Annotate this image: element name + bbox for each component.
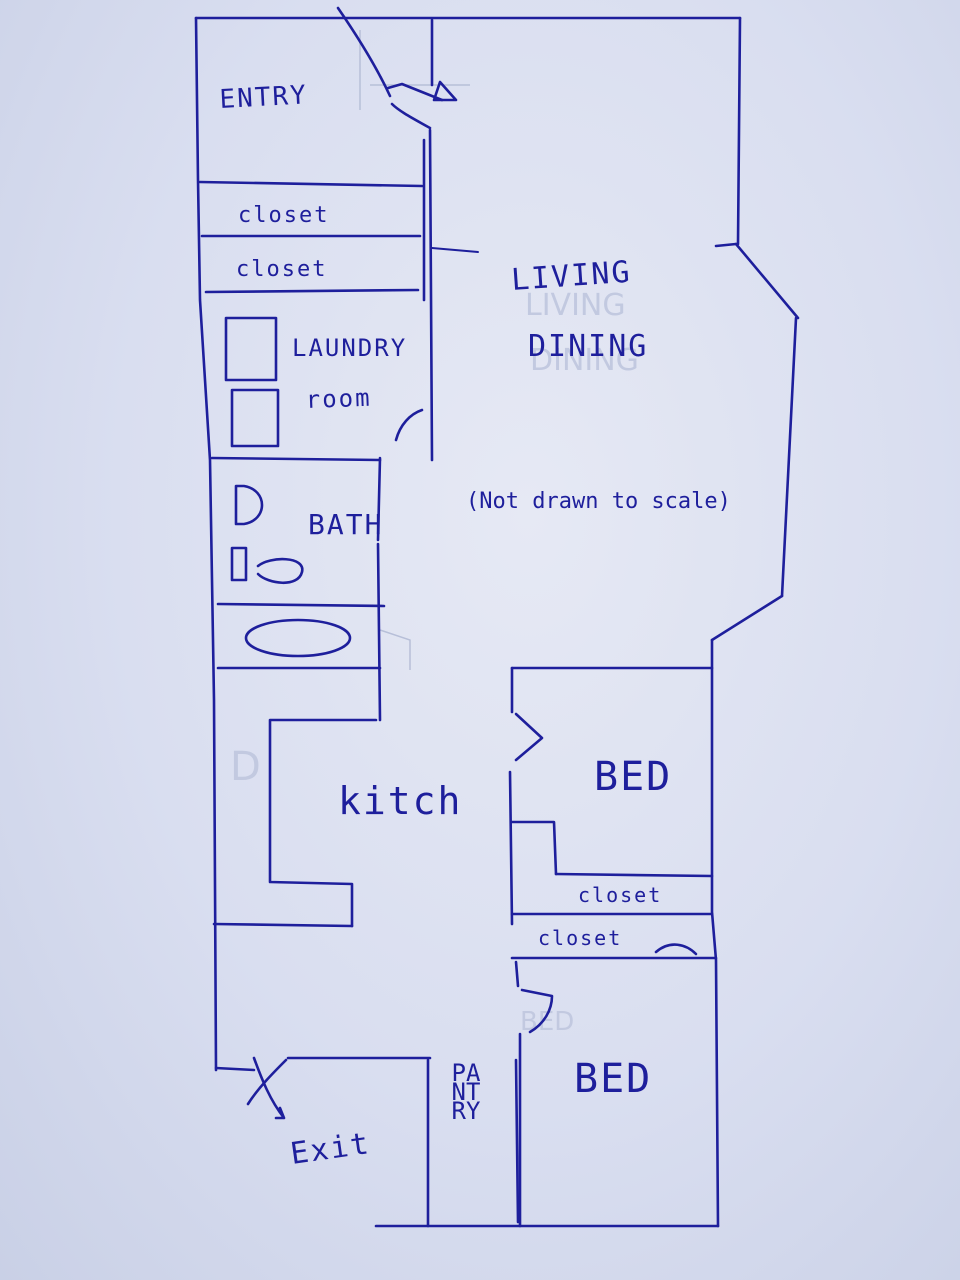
bed2-label: BED xyxy=(574,1056,652,1102)
closet-4-label: closet xyxy=(538,926,622,950)
exit-door-leaf xyxy=(246,1058,288,1106)
exit-lower-wall xyxy=(214,1066,256,1072)
bed1-left-wall xyxy=(508,666,514,926)
right-wall-mid xyxy=(780,316,798,598)
left-wall-upper xyxy=(194,16,218,1072)
bedroom-2: closet BED xyxy=(510,926,718,1228)
room-label: room xyxy=(305,384,372,414)
kitchen: kitch xyxy=(212,718,462,928)
exit-label: Exit xyxy=(288,1126,372,1172)
closet-2-bottom xyxy=(204,288,420,294)
dining-label: DINING xyxy=(528,329,648,364)
right-wall-lower xyxy=(710,638,720,1228)
bed1-side-wall xyxy=(510,820,558,876)
bed1-label: BED xyxy=(594,754,672,800)
pantry-label: PANTRY xyxy=(451,1059,481,1125)
hall-living-wall xyxy=(428,128,434,462)
toilet-tank-icon xyxy=(230,546,248,582)
laundry-room: LAUNDRY room xyxy=(210,316,424,462)
entry-area: ENTRY xyxy=(219,6,479,253)
washer-icon xyxy=(224,316,278,382)
svg-text:D: D xyxy=(230,744,261,790)
bedroom-1: BED closet xyxy=(508,666,714,926)
sink-icon xyxy=(234,484,264,526)
closet-3-label: closet xyxy=(578,883,662,907)
living-label: LIVING xyxy=(510,255,633,298)
bed2-left-wall xyxy=(514,960,522,1228)
toilet-bowl-icon xyxy=(256,557,304,585)
svg-text:DINING: DINING xyxy=(530,343,639,378)
entry-hall-line xyxy=(431,247,479,253)
laundry-label: LAUNDRY xyxy=(292,334,407,362)
kitchen-label: kitch xyxy=(338,779,462,823)
exit-door-swing xyxy=(252,1056,286,1120)
scale-note: (Not drawn to scale) xyxy=(466,489,731,514)
bath-right-wall xyxy=(376,456,382,722)
closet-4-door xyxy=(654,943,698,956)
dryer-icon xyxy=(230,388,280,448)
laundry-door-swing xyxy=(394,408,424,442)
pantry-right-wall xyxy=(514,1058,520,1224)
entry-door-swing xyxy=(336,6,392,98)
tub-top-wall xyxy=(216,602,386,608)
bed2-door-swing xyxy=(520,988,554,1034)
entry-door xyxy=(386,82,444,130)
entry-triangle-icon xyxy=(432,80,458,102)
bathtub-icon xyxy=(244,618,352,658)
bay-window-tick xyxy=(714,242,738,248)
walls xyxy=(194,16,800,1228)
entry-label: ENTRY xyxy=(219,80,309,115)
living-dining: LIVING DINING (Not drawn to scale) xyxy=(466,255,731,514)
svg-text:LIVING: LIVING xyxy=(525,288,626,323)
right-wall-top xyxy=(736,16,742,246)
upper-closets: closet closet xyxy=(198,180,424,294)
closet-1-label: closet xyxy=(238,203,329,228)
show-through-ghost: LIVING DINING D BED xyxy=(230,30,639,1037)
kitchen-bottom-wall xyxy=(212,922,354,928)
closet-2-label: closet xyxy=(236,257,327,282)
bath-label: BATH xyxy=(308,508,383,541)
bed1-door-swing xyxy=(514,712,544,762)
kitchen-counter xyxy=(268,718,378,928)
bay-window-bottom xyxy=(710,594,784,642)
bed1-closet-top xyxy=(554,872,714,878)
bay-window-top xyxy=(734,242,800,320)
closet-1-top xyxy=(198,180,424,188)
laundry-bottom-wall xyxy=(210,456,382,462)
bathroom: BATH xyxy=(216,456,386,722)
svg-text:BED: BED xyxy=(520,1007,574,1037)
